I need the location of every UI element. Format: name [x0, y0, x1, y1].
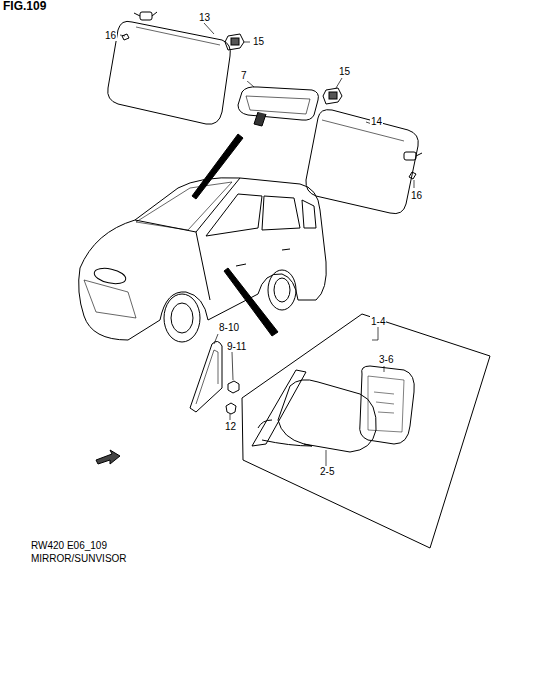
inside-mirror [238, 87, 318, 120]
nut [228, 381, 239, 393]
pointer-wedge [192, 134, 243, 199]
screw [122, 34, 129, 40]
sun-visor-right [306, 110, 418, 214]
leader-lines [120, 23, 414, 466]
callout-number: 14 [370, 116, 383, 127]
garnish [190, 341, 222, 412]
drawing-note: RW420 E06_109 [30, 540, 108, 551]
screw [409, 172, 416, 179]
callout-number: 9-11 [226, 341, 247, 352]
outside-mirror [252, 370, 376, 452]
callout-number: 15 [338, 66, 351, 77]
visor-hinge [140, 12, 152, 20]
callout-number: 15 [252, 36, 265, 47]
figure-number: FIG.109 [2, 0, 47, 13]
callout-number: 7 [240, 70, 248, 81]
callout-number: 8-10 [218, 322, 240, 333]
clip [226, 403, 236, 414]
fwd-arrow [96, 450, 120, 464]
sun-visor-left [108, 21, 231, 124]
callout-number: 12 [224, 421, 237, 432]
callout-number: 2-5 [319, 466, 335, 477]
drawing-note: MIRROR/SUNVISOR [30, 553, 128, 564]
mirror-glass [360, 366, 415, 444]
callout-number: 16 [410, 190, 423, 201]
visor-clip [323, 88, 342, 104]
callout-number: 13 [198, 12, 211, 23]
detail-region [242, 314, 490, 548]
visor-clip [225, 34, 244, 50]
car-body [79, 178, 327, 342]
callout-number: 3-6 [378, 354, 394, 365]
callout-number: 16 [104, 30, 117, 41]
callout-number: 1-4 [370, 316, 386, 327]
